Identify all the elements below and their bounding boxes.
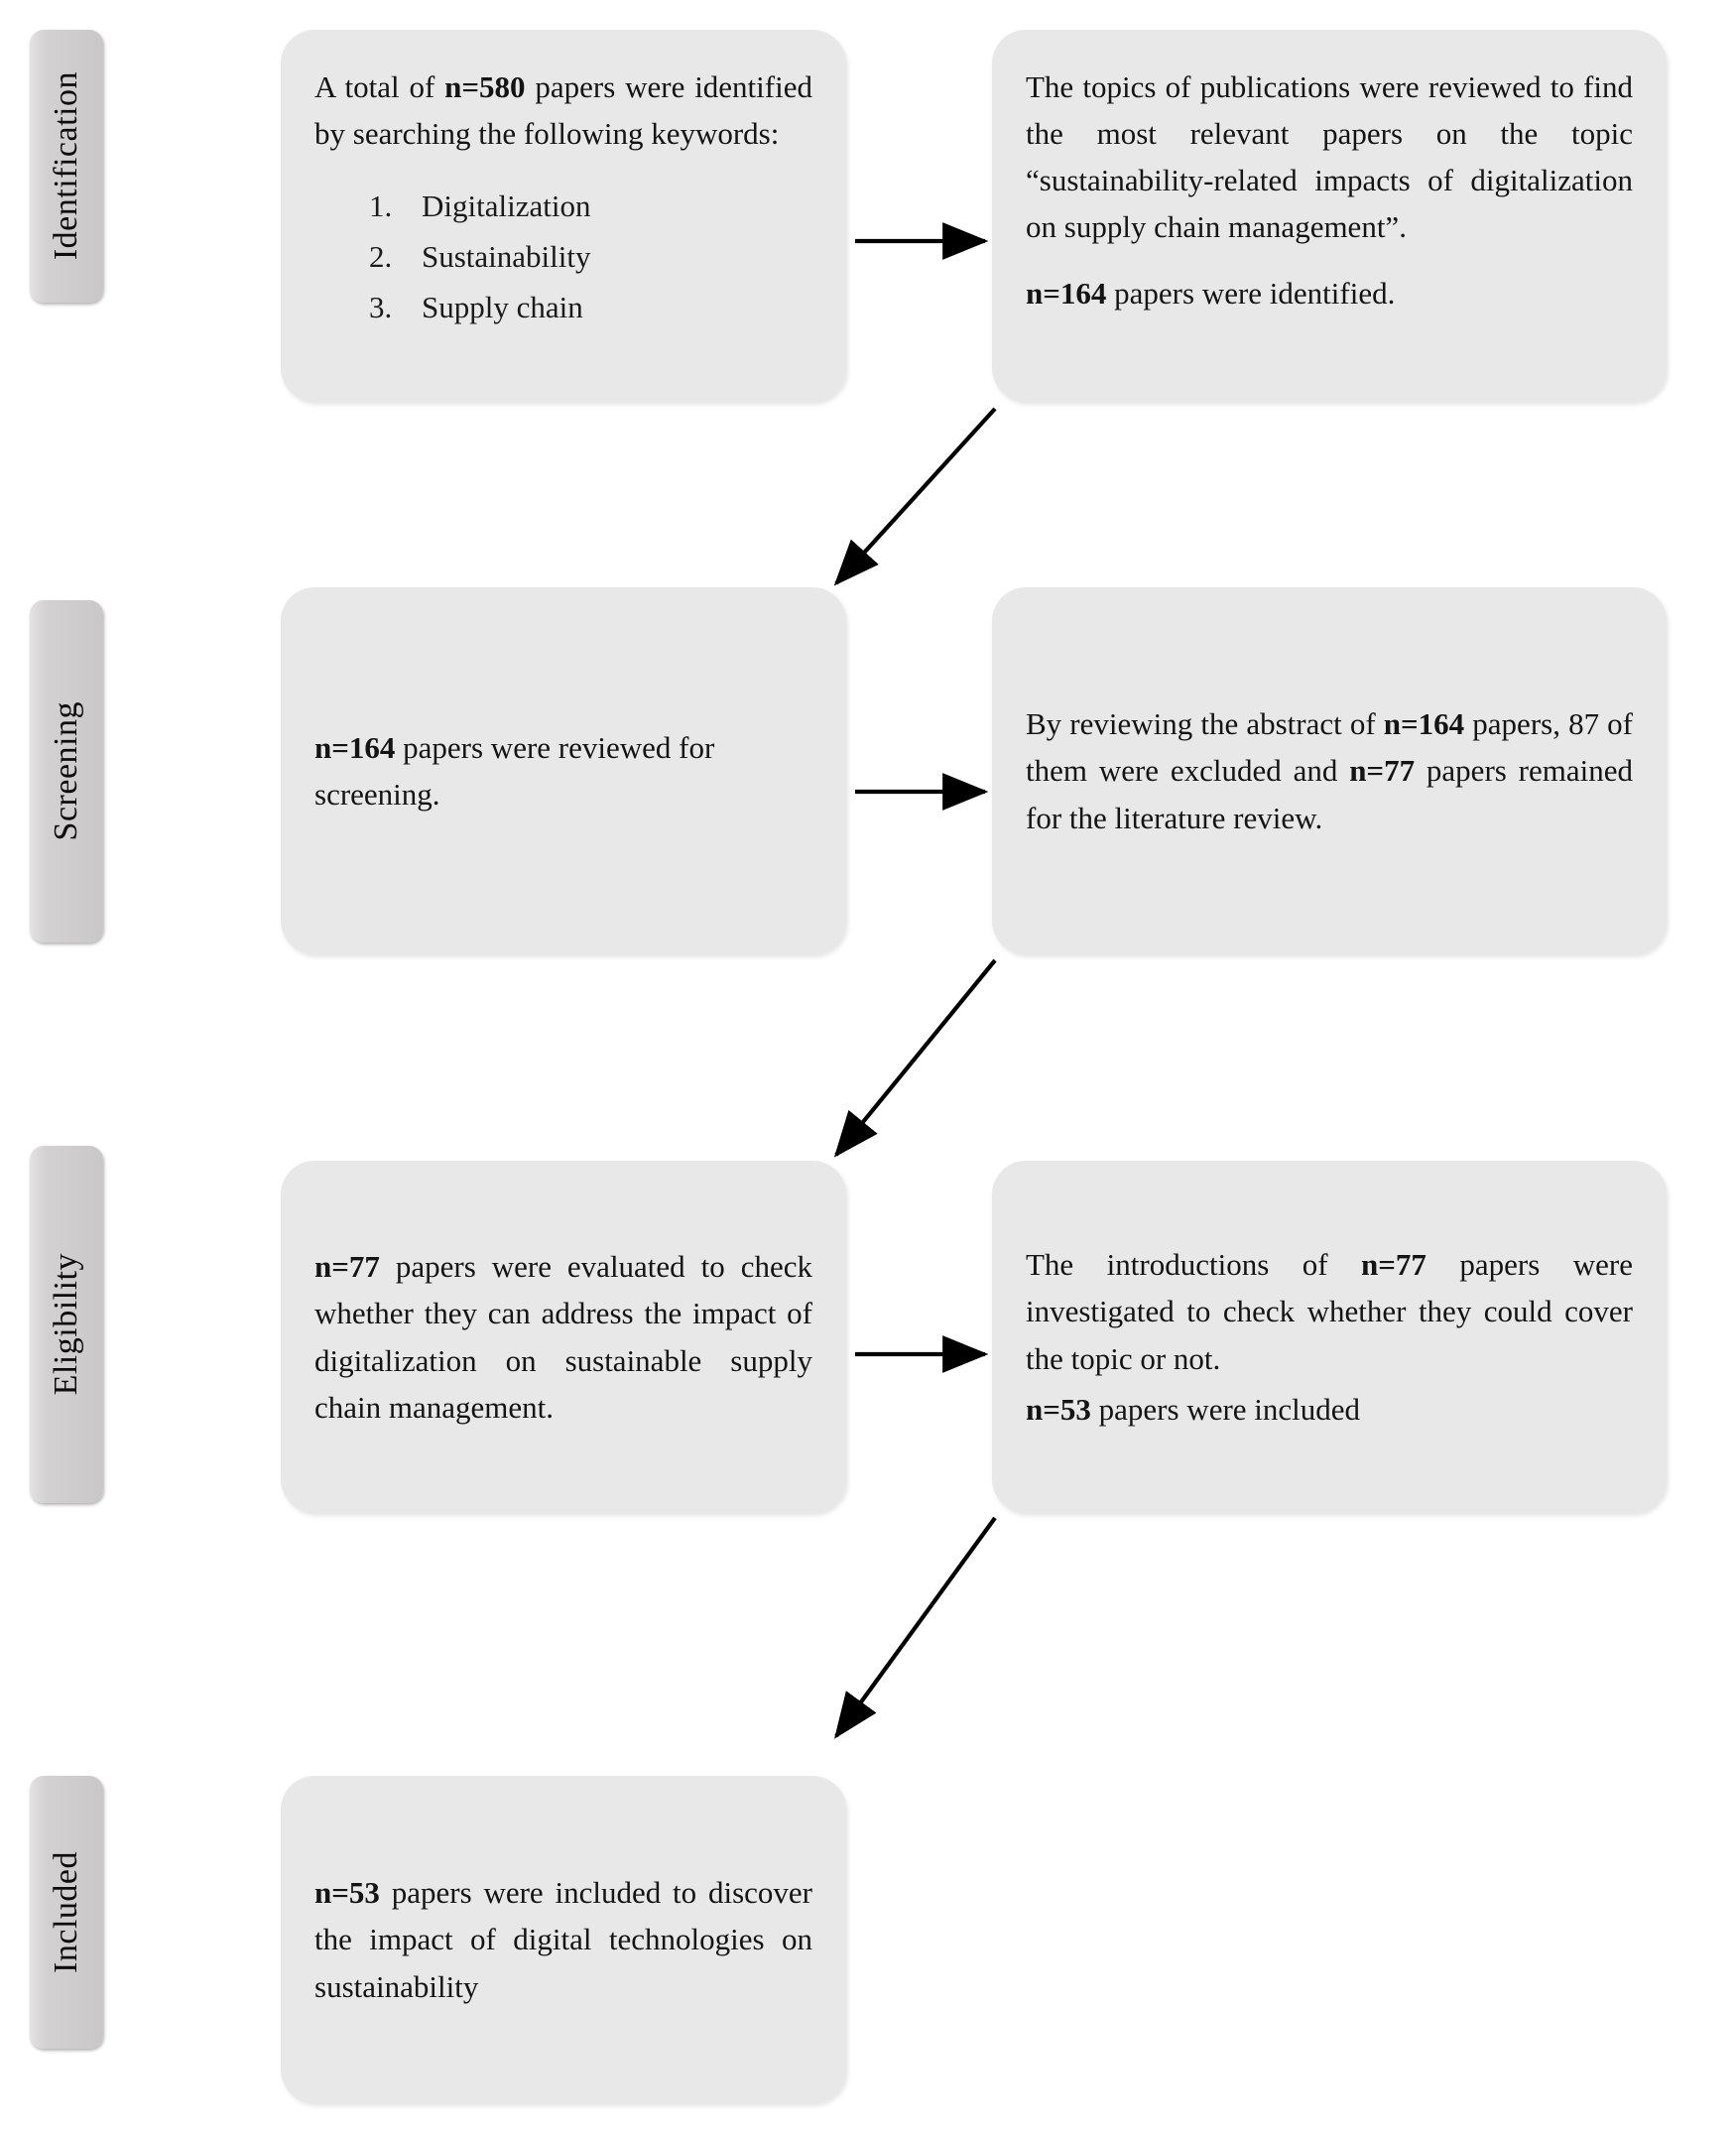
box-identification-right: The topics of publications were reviewed… <box>992 30 1667 402</box>
stage-label-screening: Screening <box>30 600 103 942</box>
arrow-identification-to-screening <box>833 407 997 586</box>
screening-right-seg3: papers, 87 of them were excluded and <box>1026 706 1634 789</box>
box-screening-right: By reviewing the abstract of n=164 paper… <box>992 587 1667 954</box>
screening-right-text: By reviewing the abstract of n=164 paper… <box>1026 700 1633 840</box>
screening-right-count-77: n=77 <box>1349 753 1416 789</box>
eligibility-left-text: n=77 papers were evaluated to check whet… <box>314 1243 812 1430</box>
box-screening-left: n=164 papers were reviewed for screening… <box>281 587 846 954</box>
box-eligibility-left: n=77 papers were evaluated to check whet… <box>281 1161 846 1513</box>
arrow-eligibility-to-included <box>834 1516 997 1739</box>
eligibility-right-seg1: The introductions of <box>1026 1247 1362 1283</box>
stage-label-eligibility: Eligibility <box>30 1146 103 1503</box>
eligibility-right-para2: n=53 papers were included <box>1026 1386 1633 1433</box>
identification-left-count: n=580 <box>444 69 526 104</box>
screening-left-count: n=164 <box>314 729 396 765</box>
screening-right-seg1: By reviewing the abstract of <box>1026 706 1384 742</box>
identification-right-para2-text: papers were identified. <box>1106 276 1396 312</box>
eligibility-right-para1: The introductions of n=77 papers were in… <box>1026 1241 1633 1381</box>
keyword-item: Digitalization <box>400 183 812 229</box>
box-eligibility-right: The introductions of n=77 papers were in… <box>992 1161 1667 1513</box>
stage-label-identification-text: Identification <box>48 71 84 261</box>
arrow-screening-to-eligibility <box>833 958 997 1158</box>
eligibility-right-count-53: n=53 <box>1026 1391 1091 1427</box>
keyword-list: Digitalization Sustainability Supply cha… <box>314 183 812 334</box>
eligibility-right-para2-text: papers were included <box>1090 1391 1361 1427</box>
identification-left-lead-a: A total of <box>314 69 445 104</box>
box-included: n=53 papers were included to discover th… <box>281 1776 846 2103</box>
keyword-item: Supply chain <box>400 284 812 330</box>
eligibility-left-count: n=77 <box>314 1249 380 1285</box>
eligibility-right-count-77: n=77 <box>1361 1247 1426 1283</box>
identification-right-count: n=164 <box>1026 276 1107 312</box>
stage-label-included-text: Included <box>48 1851 84 1973</box>
screening-left-text: n=164 papers were reviewed for screening… <box>314 724 812 817</box>
eligibility-left-rest: papers were evaluated to check whether t… <box>314 1249 812 1425</box>
included-text: n=53 papers were included to discover th… <box>314 1869 812 2009</box>
screening-left-rest: papers were reviewed for screening. <box>314 729 715 812</box>
stage-label-identification: Identification <box>30 30 103 303</box>
eligibility-right-seg3: papers were investigated to check whethe… <box>1026 1247 1633 1376</box>
included-count: n=53 <box>314 1875 380 1911</box>
stage-label-eligibility-text: Eligibility <box>48 1253 84 1396</box>
screening-right-count-164: n=164 <box>1383 706 1465 742</box>
identification-left-lead-c: papers were identified by searching the … <box>314 69 812 152</box>
box-identification-left: A total of n=580 papers were identified … <box>281 30 846 402</box>
identification-right-para1: The topics of publications were reviewed… <box>1026 69 1633 245</box>
keyword-item: Sustainability <box>400 233 812 280</box>
screening-right-seg5: papers remained for the literature revie… <box>1026 753 1633 835</box>
stage-label-screening-text: Screening <box>48 701 84 841</box>
included-rest: papers were included to discover the imp… <box>314 1875 812 2004</box>
identification-right-para2: n=164 papers were identified. <box>1026 270 1633 316</box>
stage-label-included: Included <box>30 1776 103 2049</box>
identification-left-lead: A total of n=580 papers were identified … <box>314 63 812 157</box>
